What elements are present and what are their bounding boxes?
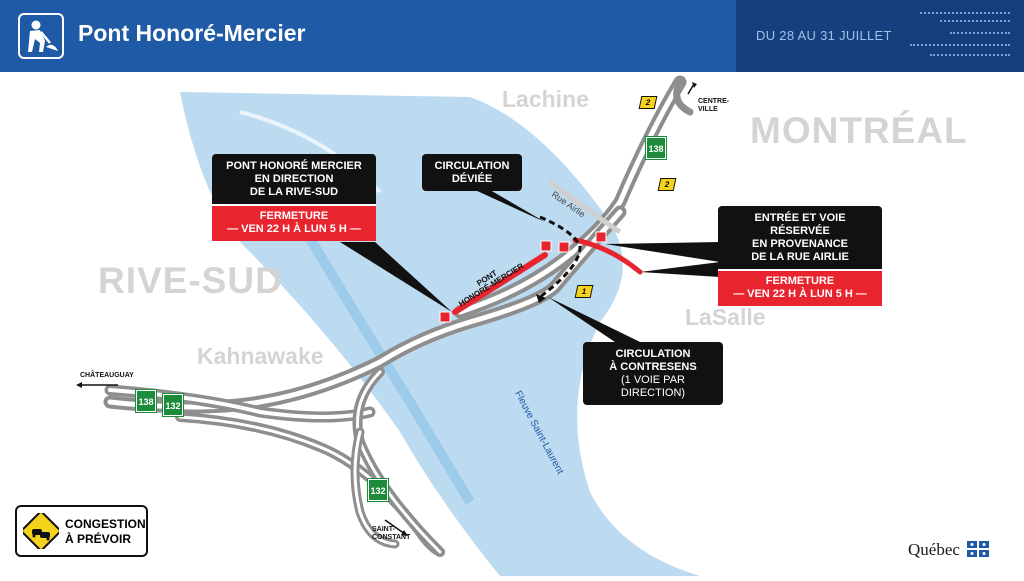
callout-deviated-traffic: CIRCULATION DÉVIÉE <box>422 154 522 191</box>
callout-line: DE LA RUE AIRLIE <box>751 251 849 263</box>
decorative-dots <box>940 20 1010 22</box>
closure-label: FERMETURE <box>765 275 835 287</box>
route-138-shield: 138 <box>135 389 157 413</box>
closure-label: FERMETURE <box>259 210 329 222</box>
closure-markers <box>439 231 607 323</box>
route-132-shield: 132 <box>367 478 389 502</box>
arrow-centre-ville <box>687 83 695 95</box>
closure-hours: — VEN 22 H À LUN 5 H — <box>733 288 867 300</box>
river-channel <box>295 219 475 505</box>
closure-x-marker <box>540 240 552 252</box>
detour-arrowhead <box>536 294 546 303</box>
decorative-dots <box>930 54 1010 56</box>
pointer-bridge-south <box>340 242 452 312</box>
road-saint-constant-core <box>353 430 397 546</box>
closure-x-marker <box>595 231 607 243</box>
place-lasalle: LaSalle <box>685 304 766 330</box>
callout-line: EN PROVENANCE <box>752 238 848 250</box>
decorative-dots <box>950 32 1010 34</box>
road-132-west-core <box>108 388 372 419</box>
callout-line: DÉVIÉE <box>451 173 493 185</box>
callout-line: À CONTRESENS <box>609 361 697 373</box>
closed-airlie-ramp <box>572 237 643 275</box>
roadwork-icon <box>18 13 64 59</box>
page-title: Pont Honoré-Mercier <box>78 20 306 46</box>
road-loop-right-core <box>356 370 442 554</box>
callout-airlie-closure: ENTRÉE ET VOIE RÉSERVÉE EN PROVENANCE DE… <box>718 206 882 306</box>
dest-centre-ville: CENTRE- VILLE <box>698 98 730 113</box>
quebec-wordmark: Québec <box>908 540 960 559</box>
congestion-legend: CONGESTION À PRÉVOIR <box>15 505 148 557</box>
pointer-airlie-2 <box>640 262 720 277</box>
callout-line: PONT HONORÉ MERCIER <box>226 160 362 172</box>
callout-line: CIRCULATION <box>615 348 691 360</box>
callout-line: ENTRÉE ET VOIE RÉSERVÉE <box>754 212 846 237</box>
map-area: Lachine MONTRÉAL RIVE-SUD LaSalle Kahnaw… <box>0 72 1024 576</box>
place-montreal: MONTRÉAL <box>750 110 968 151</box>
dest-saint-constant: SAINT- CONSTANT <box>372 526 411 541</box>
closure-x-marker <box>558 241 570 253</box>
place-rive-sud: RIVE-SUD <box>98 260 283 301</box>
route-138-shield: 138 <box>645 136 667 160</box>
closure-hours: — VEN 22 H À LUN 5 H — <box>227 223 361 235</box>
detour-arrow-path <box>539 215 582 299</box>
route-132-shield: 132 <box>162 393 184 417</box>
date-range: DU 28 AU 31 JUILLET <box>756 28 892 43</box>
arrowhead-centre-ville <box>692 82 697 88</box>
arrow-saint-constant <box>384 519 406 535</box>
fleur-de-lis-flag-icon <box>967 541 990 557</box>
exit-2-marker: 2 <box>638 96 658 109</box>
exit-1-marker: 1 <box>574 285 594 298</box>
legend-line: CONGESTION <box>65 517 146 531</box>
callout-line: CIRCULATION <box>434 160 510 172</box>
closed-bridge-southbound <box>452 252 548 315</box>
callout-contraflow: CIRCULATION À CONTRESENS (1 VOIE PAR DIR… <box>583 342 723 405</box>
map-canvas <box>76 75 720 576</box>
header-date-panel <box>736 0 1024 72</box>
traffic-warning-icon <box>23 513 59 549</box>
arrowhead-chateauguay <box>76 382 82 388</box>
rue-airlie-road <box>548 179 622 235</box>
legend-line: À PRÉVOIR <box>65 532 132 546</box>
pointer-contraflow <box>548 297 640 342</box>
quebec-logo: Québec <box>908 540 990 560</box>
arrowhead-saint-constant <box>401 530 408 536</box>
closure-x-marker <box>439 311 451 323</box>
callout-line: EN DIRECTION <box>254 173 334 185</box>
callout-line: (1 VOIE PAR DIRECTION) <box>620 374 686 399</box>
callout-bridge-closure: PONT HONORÉ MERCIER EN DIRECTION DE LA R… <box>212 154 376 241</box>
decorative-dots <box>910 44 1010 46</box>
pointer-airlie <box>605 242 720 262</box>
exit-2-marker: 2 <box>657 178 677 191</box>
pointer-deviated <box>475 190 545 222</box>
road-centre-ville <box>673 78 694 116</box>
place-lachine: Lachine <box>502 86 589 112</box>
decorative-dots <box>920 12 1010 14</box>
place-kahnawake: Kahnawake <box>197 343 324 369</box>
callout-line: DE LA RIVE-SUD <box>249 186 339 198</box>
dest-chateauguay: CHÂTEAUGUAY <box>80 372 134 379</box>
